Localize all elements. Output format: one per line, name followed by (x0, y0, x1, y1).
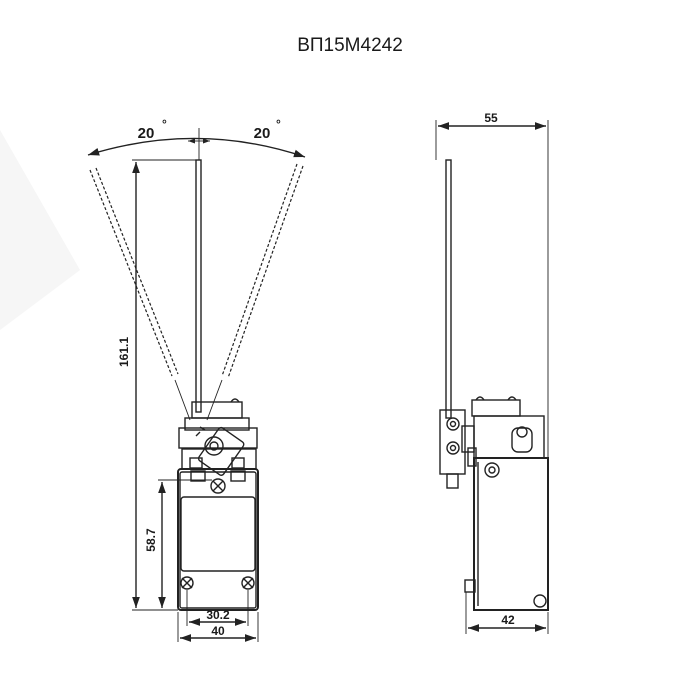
angle-right-label: 20 (254, 125, 271, 142)
lever-swing-right (221, 163, 304, 379)
lever-rod (195, 159, 202, 413)
side-screw-top (484, 462, 500, 478)
body-width-label: 40 (211, 624, 225, 638)
pivot-circle (204, 436, 224, 456)
mount-screw-right (241, 576, 255, 590)
angle-left-degree: ° (162, 117, 167, 131)
side-lever-rod (445, 159, 452, 419)
side-depth-label: 55 (484, 111, 498, 125)
background-shape (0, 130, 80, 330)
actuator-head (178, 398, 258, 476)
mount-spacing-label: 30.2 (206, 608, 230, 622)
side-body-depth-label: 42 (501, 613, 515, 627)
lever-swing-left (89, 167, 179, 377)
angle-right-degree: ° (276, 117, 281, 131)
angle-left-label: 20 (138, 125, 155, 142)
mount-screw-left (180, 576, 194, 590)
angle-arc (87, 137, 306, 158)
switch-body (177, 468, 259, 611)
side-screw-bottom (533, 594, 547, 608)
top-screw (210, 478, 226, 494)
drawing-title: ВП15М4242 (297, 35, 403, 56)
front-view: 20 ° 20 ° 161.1 58.7 30.2 40 (87, 117, 306, 642)
side-body (473, 457, 549, 611)
lever-height-label: 161.1 (117, 337, 131, 367)
body-height-label: 58.7 (144, 528, 158, 552)
side-view: 55 42 (435, 111, 549, 634)
